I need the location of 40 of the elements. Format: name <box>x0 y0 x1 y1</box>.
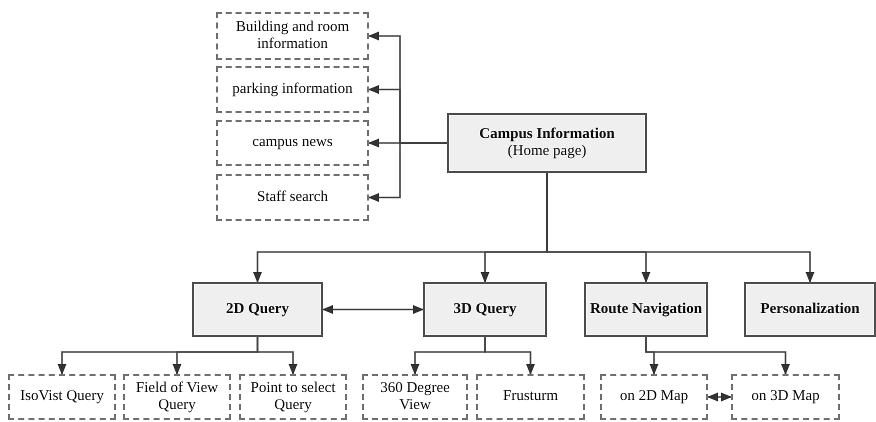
box-label: Frusturm <box>502 388 558 406</box>
subpage-box <box>8 374 116 420</box>
subpage-box <box>216 66 369 113</box>
box-label: Point to select Query <box>250 380 336 414</box>
subpage-box <box>123 374 231 420</box>
box-label: parking information <box>232 80 353 98</box>
box-label: on 3D Map <box>751 388 820 406</box>
arrow <box>484 337 535 376</box>
arrow <box>256 337 298 376</box>
page-box <box>584 282 708 337</box>
subpage-box <box>216 174 369 221</box>
subpage-box <box>239 374 347 420</box>
box-label: Personalization <box>760 300 860 318</box>
arrow <box>546 173 814 284</box>
subpage-box <box>216 12 369 60</box>
subpage-box <box>362 374 468 420</box>
box-label: Campus Information <box>479 126 615 143</box>
box-label: Staff search <box>257 188 328 206</box>
page-box <box>447 113 647 173</box>
box-label: 3D Query <box>454 300 516 318</box>
subpage-box <box>476 374 585 420</box>
box-label: IsoVist Query <box>20 388 104 406</box>
box-label: 360 Degree View <box>379 380 451 414</box>
box-label: Field of View Query <box>134 380 220 414</box>
box-label: (Home page) <box>508 143 586 160</box>
box-label: Building and room information <box>234 18 350 54</box>
arrow <box>645 337 790 376</box>
box-label: 2D Query <box>226 300 289 318</box>
box-label: on 2D Map <box>620 388 688 406</box>
box-label: Route Navigation <box>590 300 702 318</box>
page-box <box>744 282 876 337</box>
subpage-box <box>216 120 369 166</box>
subpage-box <box>731 374 840 420</box>
page-box <box>423 282 547 337</box>
arrow <box>322 305 424 314</box>
subpage-box <box>600 374 708 420</box>
arrow <box>368 142 447 202</box>
arrow <box>706 392 732 402</box>
page-box <box>192 282 323 337</box>
box-label: campus news <box>252 134 333 152</box>
